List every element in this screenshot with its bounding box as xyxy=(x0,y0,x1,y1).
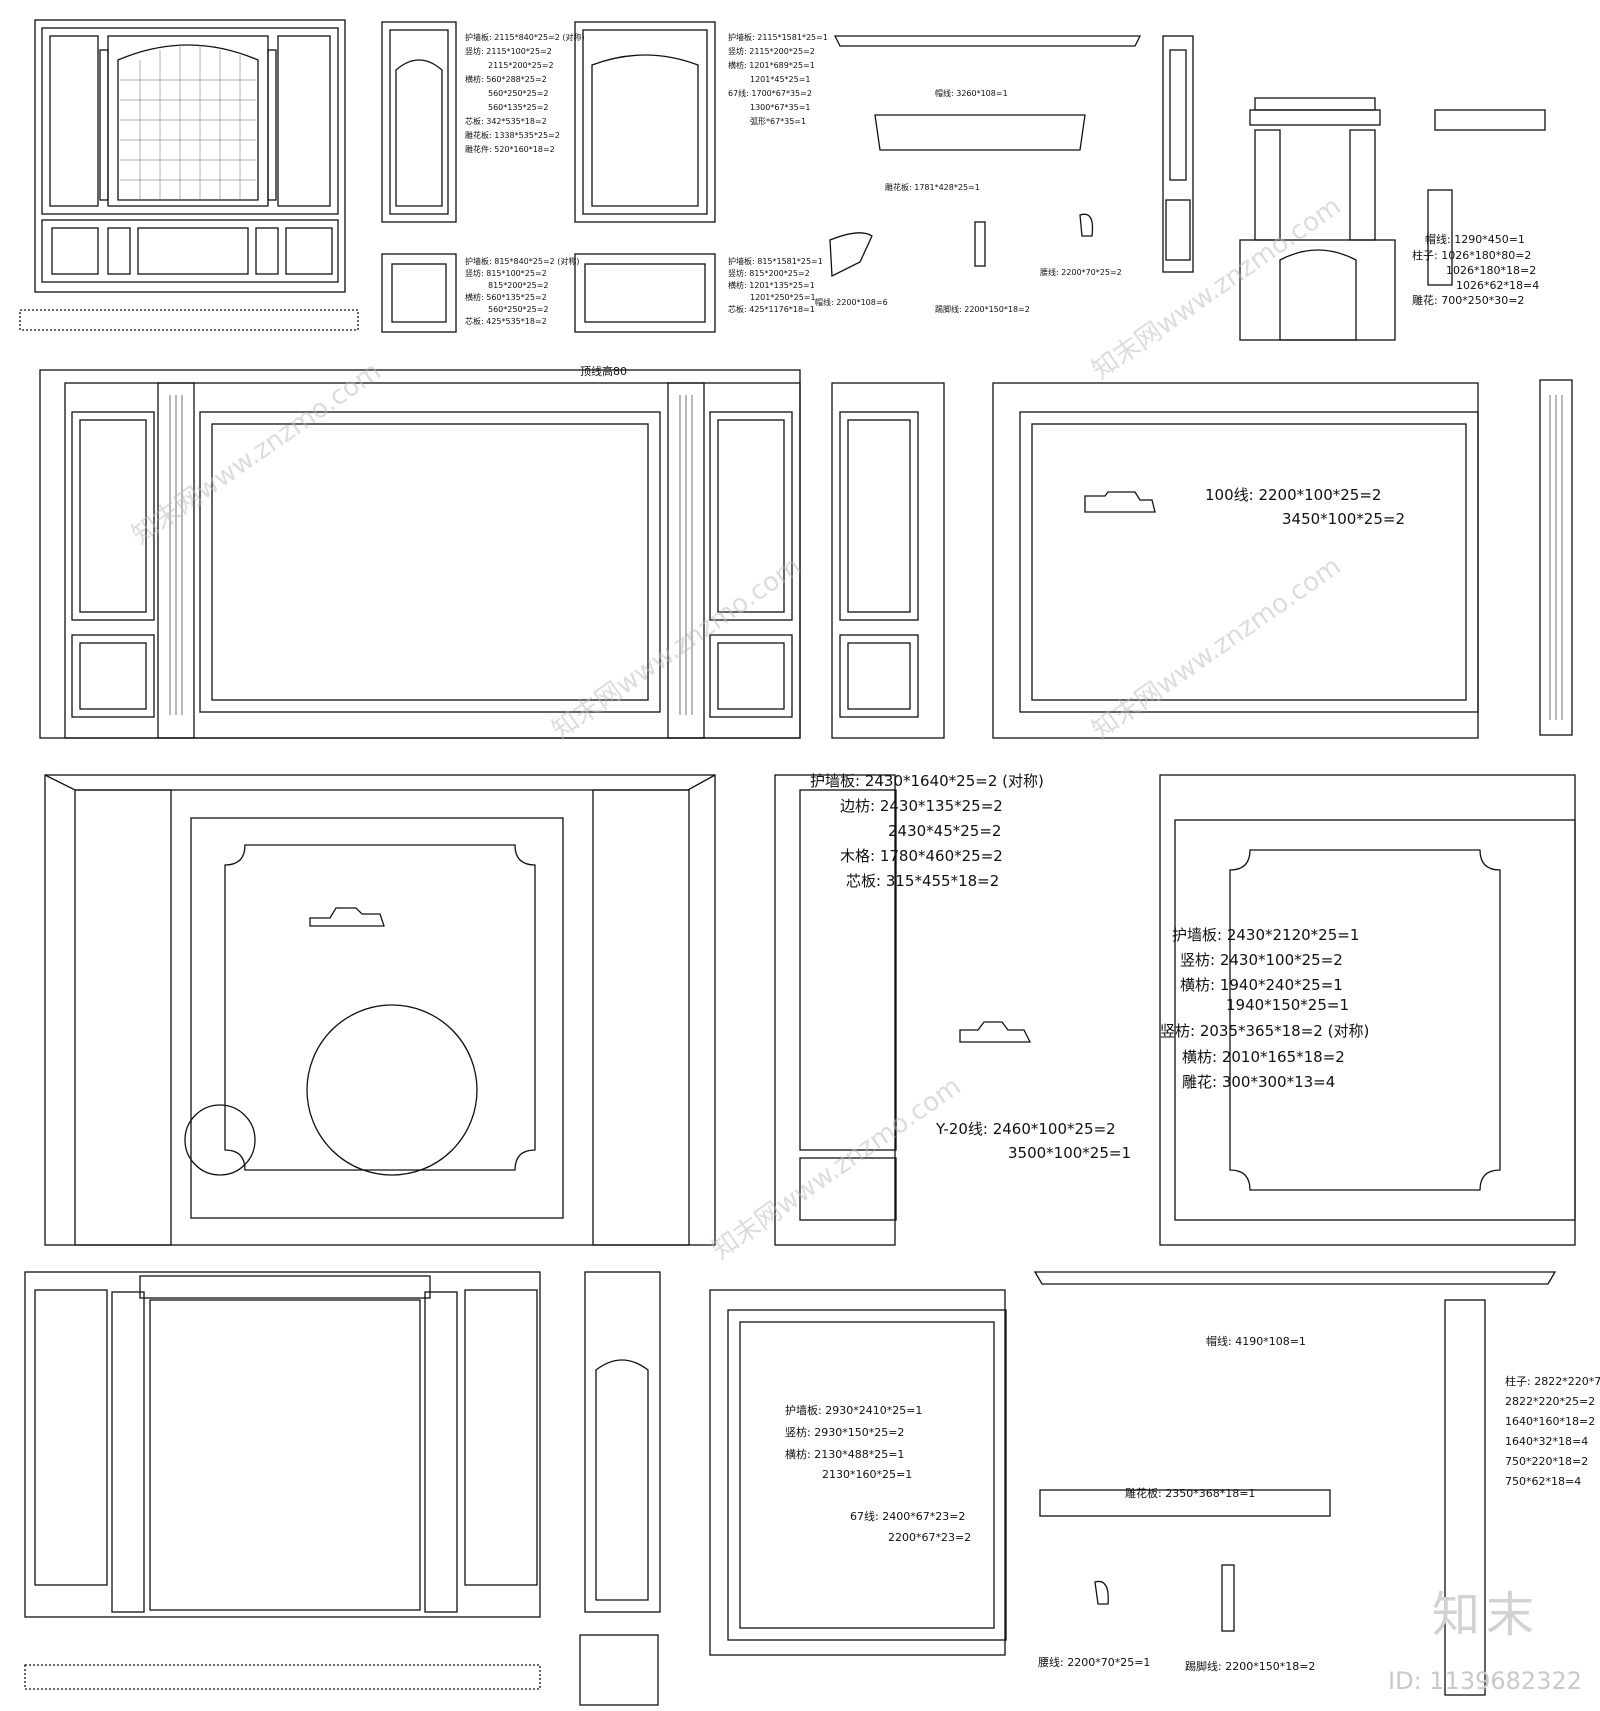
sheet3-spec-right-6: 雕花: 300*300*13=4 xyxy=(1182,1073,1335,1091)
sheet1-side-panel xyxy=(381,21,457,333)
sheet1-fire-carve: 雕花: 700*250*30=2 xyxy=(1412,293,1524,307)
sheet4-line67-0: 67线: 2400*67*23=2 xyxy=(850,1509,965,1523)
sheet2-fluted-pilaster xyxy=(1539,379,1573,736)
watermark-5: 知末网www.znzmo.com xyxy=(707,1071,967,1265)
sheet1-top-panel-spec-4: 560*250*25=2 xyxy=(488,89,549,98)
sheet2-narrow-panel xyxy=(831,382,945,739)
watermark-4: 知末网www.znzmo.com xyxy=(1087,191,1347,385)
sheet1-waist-label: 腰线: 2200*70*25=2 xyxy=(1040,267,1122,277)
sheet1-fire-col-2: 1026*62*18=4 xyxy=(1456,279,1539,292)
sheet4-col-spec-2: 1640*160*18=2 xyxy=(1505,1415,1595,1428)
sheet1-fireplace xyxy=(1239,97,1546,341)
sheet3-labels: 护墙板: 2430*1640*25=2 (对称) 边枋: 2430*135*25… xyxy=(810,772,1369,1162)
sheet4-col-spec-0: 柱子: 2822*220*75=2 xyxy=(1505,1374,1600,1388)
sheet1-skirting-label: 踢脚线: 2200*150*18=2 xyxy=(935,304,1030,314)
sheet3-spec-right-3: 1940*150*25=1 xyxy=(1226,996,1349,1014)
sheet1-top-panel-spec-7: 雕花板: 1338*535*25=2 xyxy=(465,130,560,140)
sheet3-spec-mid-1: 边枋: 2430*135*25=2 xyxy=(840,797,1003,815)
sheet1-door-spec-0: 护墙板: 2115*1581*25=1 xyxy=(728,32,828,42)
sheet4-narrow-panel xyxy=(579,1271,661,1706)
sheet4-waist-label: 腰线: 2200*70*25=1 xyxy=(1038,1655,1150,1669)
sheet2-line100-1: 3450*100*25=2 xyxy=(1282,510,1405,528)
sheet3-spec-mid-0: 护墙板: 2430*1640*25=2 (对称) xyxy=(810,772,1044,790)
image-id: ID: 1139682322 xyxy=(1388,1667,1582,1695)
sheet1-low-panel-spec-3: 横枋: 560*135*25=2 xyxy=(465,292,547,302)
sheet4-door-panel xyxy=(709,1289,1007,1656)
sheet1-door-spec-5: 1300*67*35=1 xyxy=(750,103,811,112)
sheet1-top-panel-spec-0: 护墙板: 2115*840*25=2 (对称) xyxy=(465,32,585,42)
sheet2-line100-0: 100线: 2200*100*25=2 xyxy=(1205,486,1381,504)
sheet1-labels: 护墙板: 2115*840*25=2 (对称) 竖坊: 2115*100*25=… xyxy=(465,32,1539,326)
sheet1-door-spec-1: 竖坊: 2115*200*25=2 xyxy=(728,46,815,56)
sheet1-column xyxy=(1162,35,1194,273)
sheet4-spec-mid-1: 竖枋: 2930*150*25=2 xyxy=(785,1425,904,1439)
sheet1-door-spec-4: 67线: 1700*67*35=2 xyxy=(728,88,812,98)
sheet1-top-panel-spec-2: 2115*200*25=2 xyxy=(488,61,554,70)
sheet4-crown-label: 帽线: 4190*108=1 xyxy=(1206,1334,1306,1348)
sheet1-low-door-spec-3: 1201*250*25=1 xyxy=(750,293,816,302)
znzmo-logo: 知末 xyxy=(1431,1587,1540,1643)
sheet1-main-wall xyxy=(19,19,359,331)
sheet1-carve-board-label: 雕花板: 1781*428*25=1 xyxy=(885,182,980,192)
sheet2-wall-elevation xyxy=(39,369,801,739)
sheet4-carve-board-label: 雕花板: 2350*368*18=1 xyxy=(1125,1486,1255,1500)
sheet2-top-label: 顶线高80 xyxy=(580,364,627,378)
sheet1-top-panel-spec-6: 芯板: 342*535*18=2 xyxy=(465,116,547,126)
sheet3-lattice-wall xyxy=(44,774,716,1246)
sheet1-door-panel xyxy=(574,21,716,333)
sheet1-low-door-spec-2: 横枋: 1201*135*25=1 xyxy=(728,280,815,290)
sheet1-low-panel-spec-0: 护墙板: 815*840*25=2 (对称) xyxy=(465,256,580,266)
sheet1-top-panel-spec-5: 560*135*25=2 xyxy=(488,103,549,112)
sheet4-col-spec-1: 2822*220*25=2 xyxy=(1505,1395,1595,1408)
sheet1-top-panel-spec-3: 横枋: 560*288*25=2 xyxy=(465,74,547,84)
sheet3-spec-right-1: 竖枋: 2430*100*25=2 xyxy=(1180,951,1343,969)
sheet3-spec-mid-2: 2430*45*25=2 xyxy=(888,822,1001,840)
sheet1-fire-col-1: 1026*180*18=2 xyxy=(1446,264,1536,277)
sheet1-fire-cap: 帽线: 1290*450=1 xyxy=(1425,232,1525,246)
sheet1-low-panel-spec-1: 竖坊: 815*100*25=2 xyxy=(465,268,547,278)
sheet3-y20-1: 3500*100*25=1 xyxy=(1008,1144,1131,1162)
sheet4-col-spec-4: 750*220*18=2 xyxy=(1505,1455,1588,1468)
sheet4-spec-mid-3: 2130*160*25=1 xyxy=(822,1468,912,1481)
sheet1-low-panel-spec-5: 芯板: 425*535*18=2 xyxy=(465,316,547,326)
sheet1-top-panel-spec-8: 雕花件: 520*160*18=2 xyxy=(465,144,555,154)
sheet1-low-panel-spec-2: 815*200*25=2 xyxy=(488,281,549,290)
sheet3-panel-right xyxy=(1159,774,1576,1246)
sheet3-spec-right-4: 竖枋: 2035*365*18=2 (对称) xyxy=(1160,1022,1369,1040)
sheet1-low-door-spec-0: 护墙板: 815*1581*25=1 xyxy=(728,256,823,266)
watermark-1: 知末网www.znzmo.com xyxy=(127,356,387,550)
sheet4-skirting-label: 踢脚线: 2200*150*18=2 xyxy=(1185,1659,1315,1673)
watermark-3: 知末网www.znzmo.com xyxy=(1087,551,1347,745)
sheet2-wide-panel xyxy=(992,382,1479,739)
sheet1-door-spec-3: 1201*45*25=1 xyxy=(750,75,811,84)
sheet3-spec-right-2: 横枋: 1940*240*25=1 xyxy=(1180,976,1343,994)
sheet1-low-panel-spec-4: 560*250*25=2 xyxy=(488,305,549,314)
sheet1-fire-col-0: 柱子: 1026*180*80=2 xyxy=(1412,248,1531,262)
sheet3-y20-0: Y-20线: 2460*100*25=2 xyxy=(935,1120,1116,1138)
sheet3-spec-right-0: 护墙板: 2430*2120*25=1 xyxy=(1172,926,1359,944)
sheet4-crown-carving-column xyxy=(1033,1271,1557,1696)
sheet3-spec-mid-3: 木格: 1780*460*25=2 xyxy=(840,847,1003,865)
sheet4-line67-1: 2200*67*23=2 xyxy=(888,1531,971,1544)
sheet2-labels: 顶线高80 100线: 2200*100*25=2 3450*100*25=2 xyxy=(580,364,1405,528)
sheet1-low-door-spec-4: 芯板: 425*1176*18=1 xyxy=(728,304,815,314)
sheet3-lattice-strip xyxy=(774,774,1032,1246)
sheet4-col-spec-5: 750*62*18=4 xyxy=(1505,1475,1581,1488)
sheet1-door-spec-2: 横枋: 1201*689*25=1 xyxy=(728,60,815,70)
sheet4-col-spec-3: 1640*32*18=4 xyxy=(1505,1435,1588,1448)
sheet1-low-door-spec-1: 竖坊: 815*200*25=2 xyxy=(728,268,810,278)
sheet4-spec-mid-0: 护墙板: 2930*2410*25=1 xyxy=(785,1403,922,1417)
sheet1-door-spec-6: 弧形*67*35=1 xyxy=(750,116,806,126)
sheet1-cap-line-label: 帽线: 2200*108=6 xyxy=(815,297,888,307)
sheet4-labels: 护墙板: 2930*2410*25=1 竖枋: 2930*150*25=2 横枋… xyxy=(785,1334,1600,1673)
sheet1-top-panel-spec-1: 竖坊: 2115*100*25=2 xyxy=(465,46,552,56)
sheet4-spec-mid-2: 横枋: 2130*488*25=1 xyxy=(785,1447,904,1461)
sheet3-spec-right-5: 横枋: 2010*165*18=2 xyxy=(1182,1048,1345,1066)
sheet4-main-wall xyxy=(24,1271,541,1690)
sheet3-spec-mid-4: 芯板: 315*455*18=2 xyxy=(846,872,999,890)
watermarks: 知末网www.znzmo.com 知末网www.znzmo.com 知末网www… xyxy=(127,191,1347,1265)
sheet1-crown-and-mouldings xyxy=(829,35,1142,278)
sheet1-crown-label: 帽线: 3260*108=1 xyxy=(935,88,1008,98)
